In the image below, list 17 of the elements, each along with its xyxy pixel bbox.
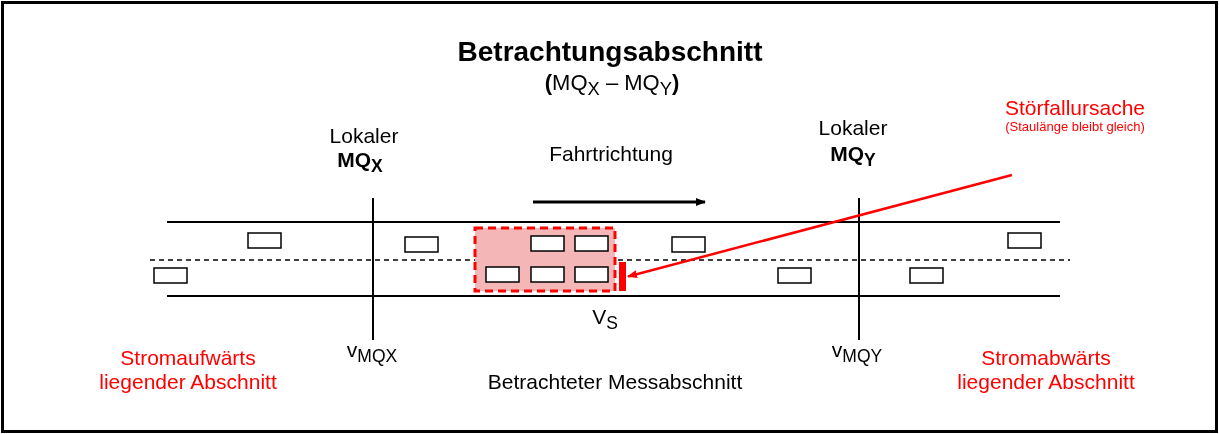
speed-label: v$_{MQY}$ bbox=[831, 338, 883, 367]
jam-end-bar bbox=[619, 262, 626, 291]
diagram-title: Betrachtungsabschnitt bbox=[457, 36, 763, 69]
cause-note: (Staulänge bleibt gleich) bbox=[1004, 120, 1146, 136]
section-label: Stromaufwärts liegender Abschnitt bbox=[98, 346, 278, 395]
direction-label: Fahrtrichtung bbox=[549, 142, 673, 167]
measuring-point-name: MQ$_{X}$ bbox=[337, 148, 383, 177]
speed-label: V$_{S}$ bbox=[592, 305, 618, 334]
section-label: Betrachteter Messabschnitt bbox=[487, 370, 743, 395]
subtitle: (MQ$_{X}$ – MQ$_{Y}$) bbox=[544, 70, 680, 100]
speed-label: v$_{MQX}$ bbox=[346, 338, 398, 367]
cause-title: Störfallursache bbox=[1004, 96, 1146, 121]
section-label: Stromabwärts liegender Abschnitt bbox=[956, 346, 1136, 395]
leader-arrow bbox=[627, 173, 1013, 279]
measuring-point-name: MQ$_{Y}$ bbox=[830, 142, 876, 171]
measuring-point-label: Lokaler bbox=[329, 124, 399, 149]
measuring-point-label: Lokaler bbox=[818, 116, 888, 141]
